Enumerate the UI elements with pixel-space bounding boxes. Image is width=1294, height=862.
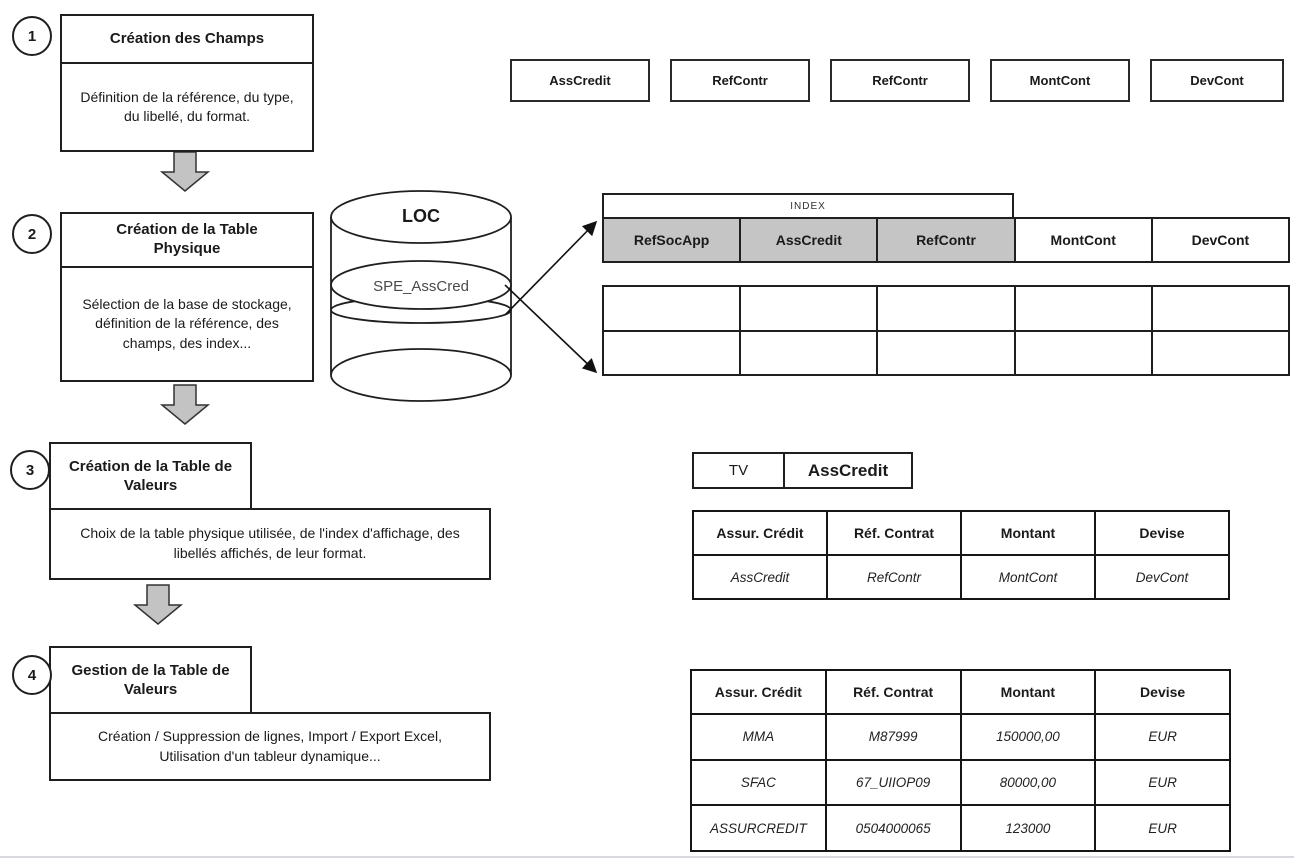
- header-cell: Réf. Contrat: [828, 512, 962, 554]
- down-arrow-icon: [159, 151, 211, 192]
- step-3-number-badge: 3: [10, 450, 50, 490]
- step-3-title: Création de la Table de Valeurs: [49, 442, 252, 510]
- field-box-devcont: DevCont: [1150, 59, 1284, 102]
- step-1-description: Définition de la référence, du type, du …: [80, 88, 294, 124]
- index-col-refcontr: RefContr: [878, 219, 1016, 261]
- data-cell: 0504000065: [827, 806, 962, 851]
- table-row: AssCredit RefContr MontCont DevCont: [694, 556, 1228, 598]
- data-cell: EUR: [1148, 820, 1177, 836]
- step-2-number-badge: 2: [12, 214, 52, 254]
- header-cell: Montant: [962, 512, 1096, 554]
- database-layer-label: SPE_AssCred: [373, 278, 469, 295]
- header-cell: Réf. Contrat: [827, 671, 962, 713]
- step-2-box: Création de la Table Physique Sélection …: [60, 212, 314, 382]
- data-cell: MMA: [692, 715, 827, 759]
- tv-table-name: AssCredit: [807, 460, 889, 480]
- data-cell: RefContr: [828, 556, 962, 598]
- index-table-header: INDEX: [602, 193, 1014, 219]
- step-4-number-badge: 4: [12, 655, 52, 695]
- database-cylinder-icon: LOC SPE_AssCred: [330, 190, 512, 402]
- values-table-data: Assur. Crédit Réf. Contrat Montant Devis…: [690, 669, 1231, 852]
- table-header-row: Assur. Crédit Réf. Contrat Montant Devis…: [694, 512, 1228, 556]
- data-cell: SFAC: [692, 760, 827, 805]
- field-box-montcont: MontCont: [990, 59, 1130, 102]
- tv-type-label: TV: [694, 454, 785, 487]
- table-header-row: Assur. Crédit Réf. Contrat Montant Devis…: [692, 671, 1229, 715]
- tv-definition-box: TV AssCredit: [692, 452, 913, 489]
- field-box-refcontr-2: RefContr: [830, 59, 970, 102]
- data-cell: ASSURCREDIT: [692, 806, 827, 851]
- index-table-columns-row: RefSocApp AssCredit RefContr MontCont De…: [602, 217, 1290, 263]
- step-4-title: Gestion de la Table de Valeurs: [49, 646, 252, 714]
- down-arrow-icon: [132, 584, 184, 625]
- empty-row: [604, 331, 1288, 374]
- step-2-description: Sélection de la base de stockage, défini…: [82, 296, 292, 351]
- data-cell: MontCont: [962, 556, 1096, 598]
- table-row: ASSURCREDIT 0504000065 123000 EUR: [692, 806, 1229, 851]
- table-row: SFAC 67_UIIOP09 80000,00 EUR: [692, 760, 1229, 807]
- field-box-asscredit: AssCredit: [510, 59, 650, 102]
- data-cell: 67_UIIOP09: [827, 760, 962, 805]
- physical-table-empty-rows: [602, 285, 1290, 376]
- data-cell: M87999: [827, 715, 962, 759]
- values-table-definition: Assur. Crédit Réf. Contrat Montant Devis…: [692, 510, 1230, 600]
- index-col-devcont: DevCont: [1152, 219, 1289, 261]
- index-col-asscredit: AssCredit: [741, 219, 879, 261]
- down-arrow-icon: [159, 384, 211, 425]
- data-cell: AssCredit: [694, 556, 828, 598]
- header-cell: Devise: [1140, 684, 1186, 700]
- step-3-description: Choix de la table physique utilisée, de …: [49, 508, 491, 580]
- index-col-montcont: MontCont: [1015, 219, 1153, 261]
- data-cell: 150000,00: [962, 715, 1097, 759]
- index-col-refsocapp: RefSocApp: [604, 219, 742, 261]
- data-cell: EUR: [1148, 729, 1177, 745]
- header-cell: Montant: [962, 671, 1097, 713]
- database-name: LOC: [402, 206, 440, 226]
- data-cell: EUR: [1148, 775, 1177, 790]
- empty-row: [604, 287, 1288, 332]
- step-1-title: Création des Champs: [62, 16, 312, 64]
- bottom-divider: [0, 856, 1294, 858]
- step-2-title: Création de la Table Physique: [62, 214, 312, 268]
- data-cell: 123000: [962, 806, 1097, 851]
- db-to-table-arrows: [504, 220, 598, 374]
- header-cell: Devise: [1139, 525, 1185, 541]
- header-cell: Assur. Crédit: [692, 671, 827, 713]
- step-1-number-badge: 1: [12, 16, 52, 56]
- step-1-box: Création des Champs Définition de la réf…: [60, 14, 314, 152]
- data-cell: DevCont: [1135, 569, 1189, 585]
- table-row: MMA M87999 150000,00 EUR: [692, 715, 1229, 761]
- data-cell: 80000,00: [962, 760, 1097, 805]
- step-4-description: Création / Suppression de lignes, Import…: [49, 712, 491, 781]
- field-box-refcontr-1: RefContr: [670, 59, 810, 102]
- header-cell: Assur. Crédit: [694, 512, 828, 554]
